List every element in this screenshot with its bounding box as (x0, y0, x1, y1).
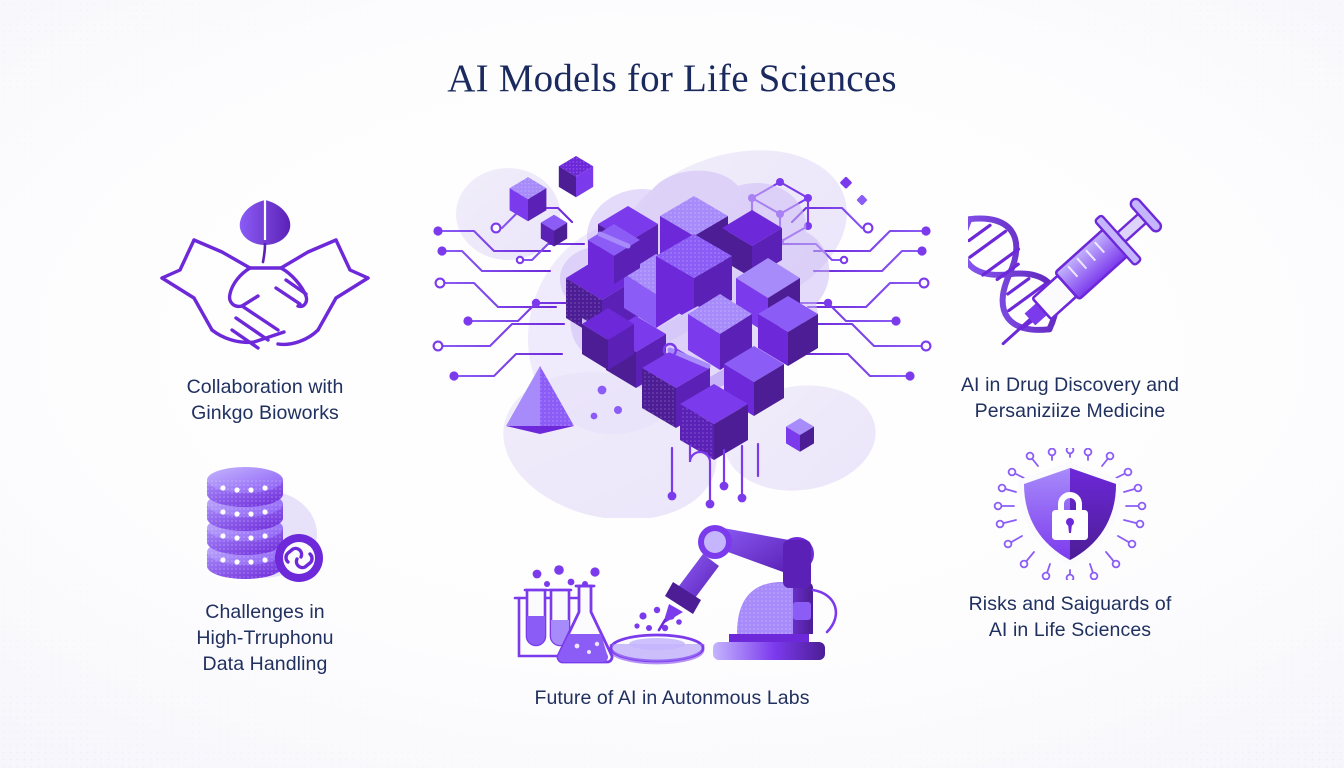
robot-arm-lab-icon (513, 525, 838, 665)
ginkgo-leaf-icon (239, 200, 291, 264)
database-stack (206, 467, 283, 579)
chain-link-icon (274, 534, 323, 582)
lock-icon (1052, 492, 1088, 540)
node-collaboration: Collaboration with Ginkgo Bioworks (140, 190, 390, 427)
petri-dish-icon (609, 606, 705, 665)
node-caption-autonomous-labs: Future of AI in Autonmous Labs (534, 687, 810, 709)
node-caption-risks: Risks and Saiguards of AI in Life Scienc… (968, 593, 1172, 641)
center-illustration (432, 128, 932, 518)
node-caption-collaboration: Collaboration with Ginkgo Bioworks (186, 376, 344, 424)
node-autonomous-labs: Future of AI in Autonmous Labs (497, 520, 847, 712)
node-data-handling: Challenges in High-Trruphonu Data Handli… (140, 448, 390, 678)
database-chain-icon (206, 467, 323, 582)
page-title: AI Models for Life Sciences (447, 57, 897, 100)
node-caption-data-handling: Challenges in High-Trruphonu Data Handli… (196, 601, 334, 675)
shield-lock-circuit-icon (993, 448, 1147, 580)
node-risks: Risks and Saiguards of AI in Life Scienc… (940, 448, 1200, 644)
pyramid-icon (506, 366, 574, 434)
syringe-icon (1001, 197, 1162, 346)
robotic-arm-icon (657, 525, 838, 660)
isometric-cube-brain-circuit-icon (432, 150, 932, 518)
handshake-ginkgo-icon (160, 200, 370, 350)
dna-syringe-icon (967, 197, 1162, 346)
test-tubes-icon (513, 565, 614, 664)
node-drug-discovery: AI in Drug Discovery and Persaniziize Me… (940, 186, 1200, 425)
cube-brain-body (559, 170, 830, 460)
floating-cube (509, 155, 814, 452)
node-caption-drug-discovery: AI in Drug Discovery and Persaniziize Me… (960, 374, 1180, 422)
